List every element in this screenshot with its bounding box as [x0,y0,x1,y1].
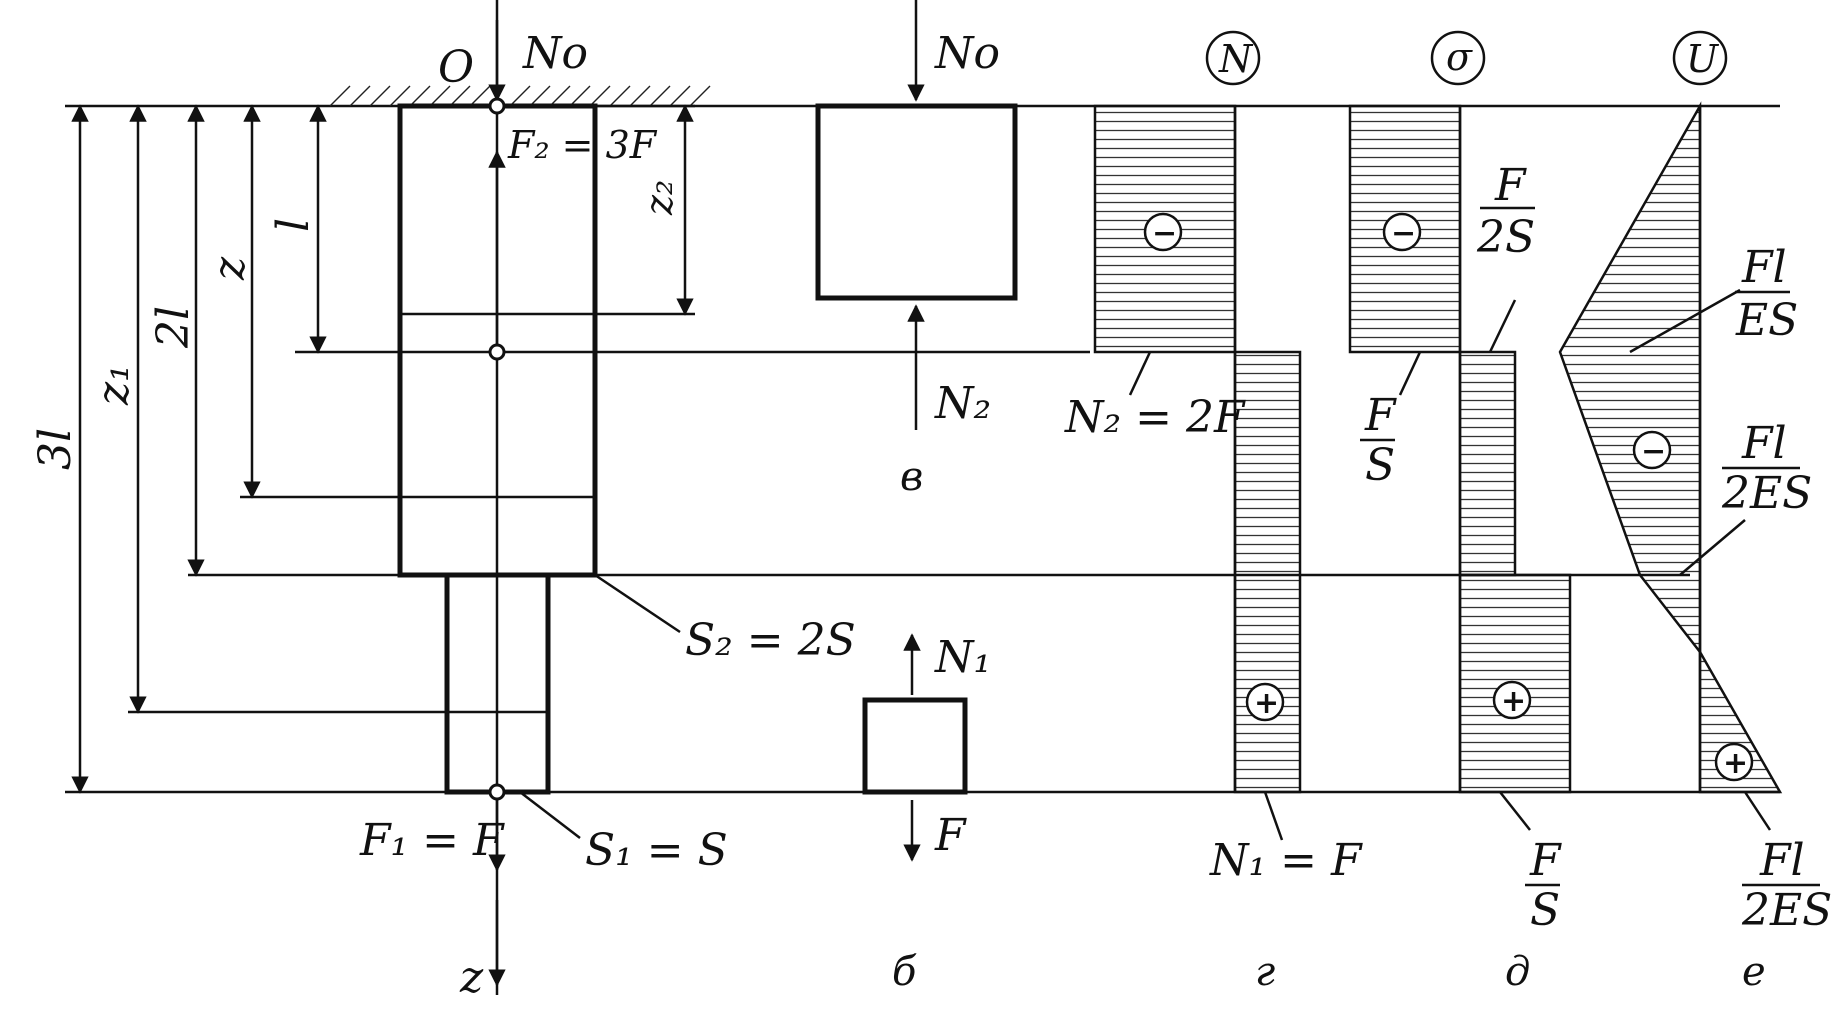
label-F1: F₁ = F [359,815,505,866]
label-F2: F₂ = 3F [507,123,658,167]
header-N: N [1218,37,1254,81]
label-z2: z₂ [637,180,681,216]
label-N1-eq: N₁ = F [1209,835,1363,886]
caption-v: в [900,454,923,500]
header-U: U [1686,37,1720,81]
label-3l: 3l [30,428,81,470]
N-diagram [1093,104,1302,841]
label-2l: 2l [148,306,199,349]
label-z: z [204,256,255,281]
sign-minus-U: − [1641,434,1666,469]
header-circle-N [1205,30,1261,86]
header-circle-U [1672,30,1728,86]
label-Fl-2ES-den-a: 2ES [1721,468,1812,519]
label-Fl-2ES-num-a: Fl [1741,418,1787,469]
label-F-element: F [934,810,967,861]
label-N1: N₁ [934,632,991,683]
label-Fl-ES-num: Fl [1741,242,1787,293]
label-N2: N₂ [934,378,991,429]
caption-d: д [1505,949,1530,995]
free-body-lower [862,697,968,795]
label-S1: S₁ = S [585,825,728,876]
label-origin: O [438,42,474,93]
label-F-2S-den: 2S [1476,212,1535,263]
label-F-S-den-b: S [1530,885,1560,936]
S2-leader [594,573,681,634]
dimension-lines [71,104,695,794]
free-body-upper [815,103,1018,301]
label-z1: z₁ [88,364,139,406]
caption-b: б [892,949,917,995]
label-F-S-den-a: S [1365,440,1395,491]
fixed-support-hatching [329,85,711,107]
sign-minus-N: − [1152,216,1177,251]
label-Fl-2ES-den-b: 2ES [1741,885,1832,936]
label-F-2S-num: F [1494,160,1527,211]
sign-plus-N: + [1254,686,1279,721]
S1-leader [519,791,581,839]
label-N0-bar: No [522,28,588,79]
point-bottom [488,783,506,801]
sign-minus-sigma: − [1391,216,1416,251]
header-circle-sigma [1430,30,1486,86]
caption-g: г [1255,949,1275,995]
label-z-axis: z [459,952,484,1003]
fraction-bars [1360,206,1820,887]
label-N2-eq: N₂ = 2F [1064,392,1246,443]
caption-e: е [1742,949,1766,995]
header-sigma: σ [1446,35,1473,79]
point-mid [488,343,506,361]
sign-plus-U: + [1723,746,1748,781]
U-diagram [1558,101,1783,831]
label-F-S-num-a: F [1364,390,1397,441]
label-Fl-ES-den: ES [1735,295,1798,346]
label-S2: S₂ = 2S [685,615,856,666]
label-Fl-2ES-num-b: Fl [1759,835,1805,886]
sigma-diagram [1348,104,1572,831]
label-F-S-num-b: F [1529,835,1562,886]
sign-plus-sigma: + [1501,684,1526,719]
point-origin [488,97,506,115]
label-N0-element: No [934,28,1000,79]
label-l: l [268,218,319,232]
